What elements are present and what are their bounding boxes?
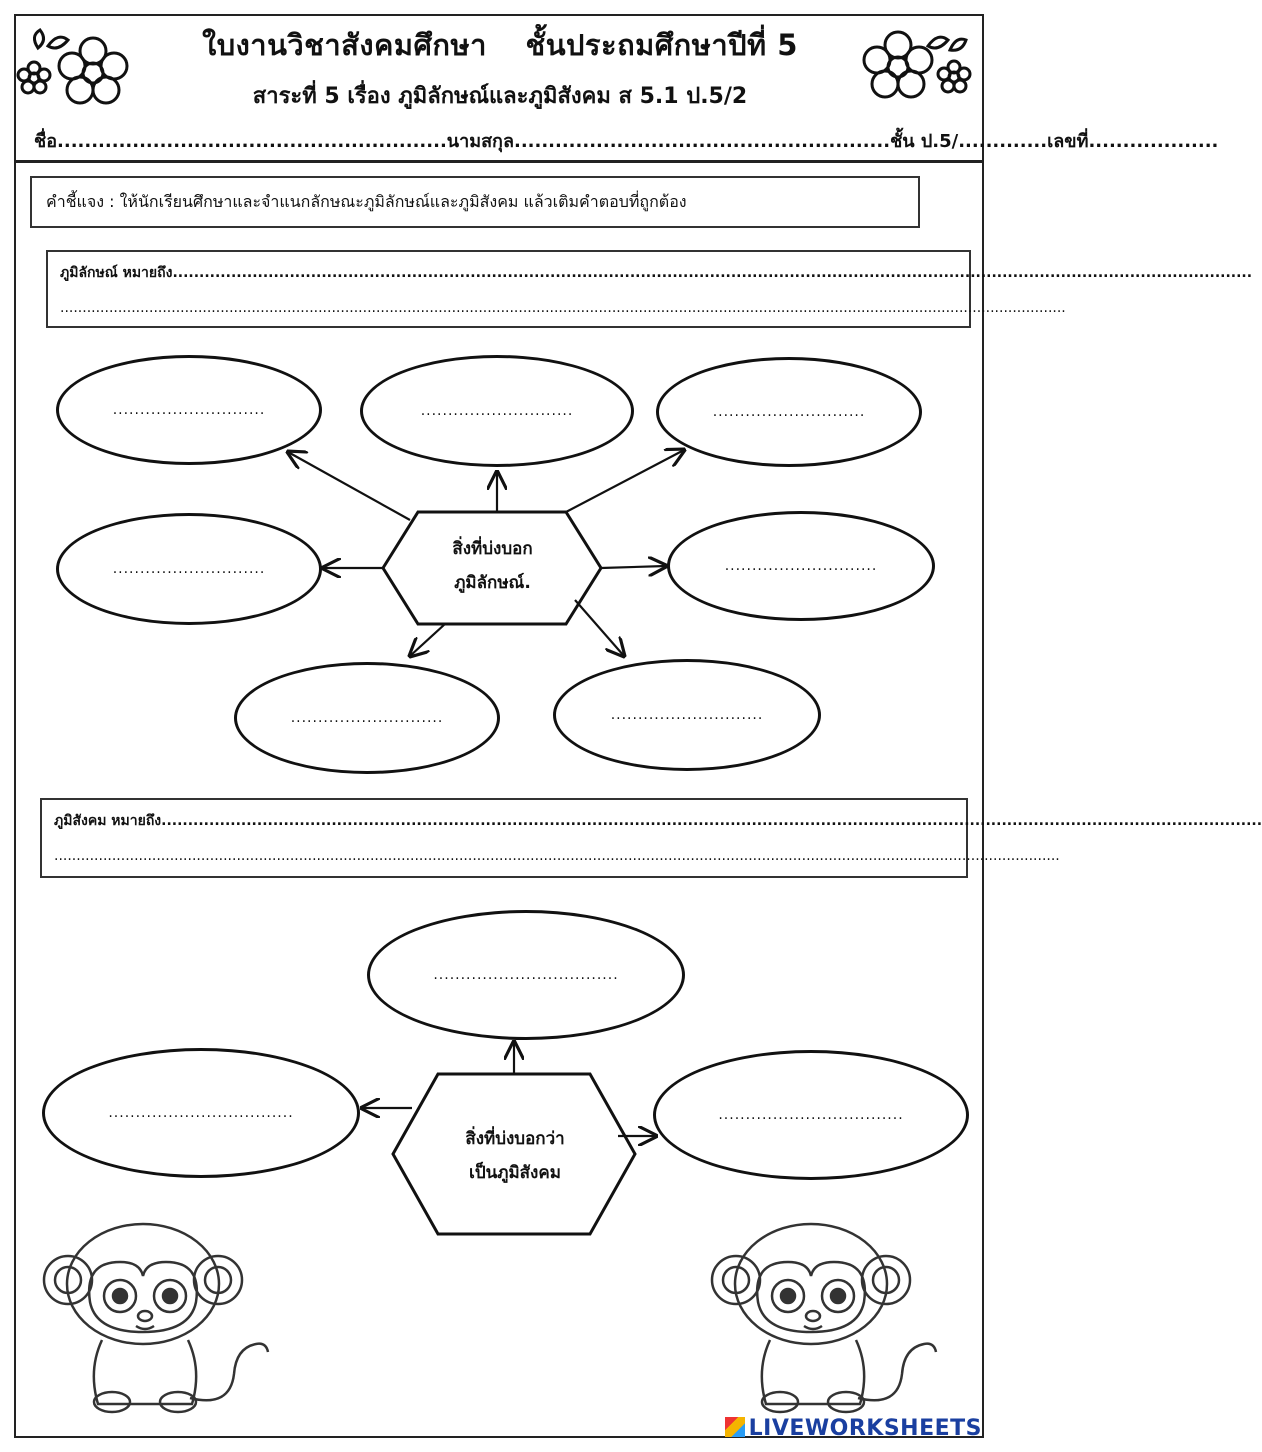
landform-answer-bubble-4[interactable]: ............................ (56, 513, 322, 625)
instructions-box: คำชี้แจง : ให้นักเรียนศึกษาและจำแนกลักษณ… (30, 176, 920, 228)
answer-blank[interactable]: .................................. (718, 1107, 904, 1123)
answer-blank[interactable]: .................................. (108, 1105, 294, 1121)
social-center-line1: สิ่งที่บ่งบอกว่า (465, 1129, 565, 1149)
watermark-text: LIVEWORKSHEETS (748, 1416, 982, 1441)
social-answer-bubble-right[interactable]: .................................. (653, 1050, 969, 1180)
flower-decoration-left-icon (16, 28, 129, 105)
social-center-label: สิ่งที่บ่งบอกว่า เป็นภูมิสังคม (420, 1122, 610, 1190)
social-definition-box[interactable]: ภูมิสังคม หมายถึง.......................… (40, 798, 1262, 878)
landform-definition-line[interactable]: ........................................… (60, 300, 1066, 316)
worksheet-title: ใบงานวิชาสังคมศึกษา ชั้นประถมศึกษาปีที่ … (0, 22, 1000, 68)
answer-blank[interactable]: ............................ (420, 403, 574, 419)
landform-answer-bubble-6[interactable]: ............................ (234, 662, 500, 774)
answer-blank[interactable]: ............................ (112, 402, 266, 418)
page-border (14, 14, 984, 1438)
worksheet-subtitle: สาระที่ 5 เรื่อง ภูมิลักษณ์และภูมิสังคม … (252, 84, 748, 109)
landform-center-label: สิ่งที่บ่งบอก ภูมิลักษณ์. (405, 532, 580, 600)
answer-blank[interactable]: ............................ (610, 707, 764, 723)
landform-answer-bubble-5[interactable]: ............................ (667, 511, 935, 621)
landform-center-line1: สิ่งที่บ่งบอก (452, 539, 533, 559)
monkey-left-icon (42, 1222, 270, 1414)
social-answer-bubble-left[interactable]: .................................. (42, 1048, 360, 1178)
social-definition-line[interactable]: ........................................… (54, 848, 1060, 864)
landform-answer-bubble-3[interactable]: ............................ (656, 357, 922, 467)
liveworksheets-logo-icon (724, 1417, 745, 1437)
title-grade: ชั้นประถมศึกษาปีที่ 5 (525, 28, 798, 62)
monkey-right-icon (710, 1222, 938, 1414)
landform-definition-box[interactable]: ภูมิลักษณ์ หมายถึง......................… (46, 250, 1253, 328)
answer-blank[interactable]: ............................ (724, 558, 878, 574)
mindmap-connectors (0, 0, 1000, 1236)
liveworksheets-watermark: LIVEWORKSHEETS (724, 1416, 982, 1441)
header-divider (14, 160, 984, 163)
social-answer-bubble-top[interactable]: .................................. (367, 910, 685, 1040)
answer-blank[interactable]: ............................ (712, 404, 866, 420)
flower-decoration-right-icon (862, 30, 972, 99)
social-definition-label: ภูมิสังคม หมายถึง.......................… (54, 813, 1262, 829)
landform-answer-bubble-2[interactable]: ............................ (360, 355, 634, 467)
student-info-fields[interactable]: ชื่อ....................................… (34, 131, 1219, 152)
social-center-hexagon (391, 1072, 637, 1236)
social-center-line2: เป็นภูมิสังคม (469, 1163, 561, 1183)
answer-blank[interactable]: ............................ (290, 710, 444, 726)
instructions-text: คำชี้แจง : ให้นักเรียนศึกษาและจำแนกลักษณ… (46, 192, 687, 211)
landform-center-line2: ภูมิลักษณ์. (454, 573, 531, 593)
answer-blank[interactable]: ............................ (112, 561, 266, 577)
answer-blank[interactable]: .................................. (433, 967, 619, 983)
landform-answer-bubble-1[interactable]: ............................ (56, 355, 322, 465)
landform-answer-bubble-7[interactable]: ............................ (553, 659, 821, 771)
title-subject: ใบงานวิชาสังคมศึกษา (202, 28, 487, 62)
landform-definition-label: ภูมิลักษณ์ หมายถึง......................… (60, 265, 1253, 281)
